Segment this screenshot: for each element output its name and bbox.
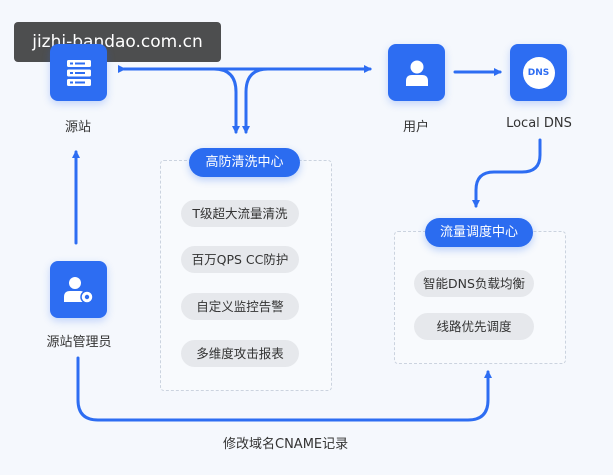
server-icon [66, 59, 91, 86]
protection-center-title: 高防清洗中心 [189, 148, 300, 177]
dns-badge-text: DNS [527, 67, 550, 78]
user-icon [405, 60, 428, 86]
user-node [388, 44, 445, 101]
dispatch-center-title: 流量调度中心 [425, 218, 533, 247]
origin-node [50, 44, 107, 101]
admin-settings-icon [63, 276, 94, 304]
local-dns-node: DNS [510, 44, 567, 101]
protection-item-1: T级超大流量清洗 [181, 200, 299, 227]
dispatch-item-1: 智能DNS负载均衡 [414, 270, 534, 297]
cname-arrow [76, 356, 492, 422]
user-label: 用户 [402, 120, 429, 135]
watermark-label: jizhi-bandao.com.cn [14, 22, 221, 62]
origin-admin-label: 源站管理员 [46, 335, 112, 350]
dispatch-item-2: 线路优先调度 [414, 313, 534, 340]
origin-admin-node [50, 261, 107, 318]
protection-item-3: 自定义监控告警 [181, 293, 299, 320]
protection-item-4: 多维度攻击报表 [181, 340, 299, 367]
dispatch-center-box [394, 231, 566, 364]
local-dns-label: Local DNS [506, 116, 572, 131]
dns-icon: DNS [522, 56, 555, 89]
origin-to-protection-arrow [212, 67, 240, 134]
user-to-protection-arrow [242, 67, 270, 134]
protection-item-2: 百万QPS CC防护 [181, 246, 299, 273]
dns-to-dispatch-arrow [472, 138, 542, 208]
cname-edge-label: 修改域名CNAME记录 [223, 437, 349, 452]
origin-label: 源站 [64, 120, 91, 135]
